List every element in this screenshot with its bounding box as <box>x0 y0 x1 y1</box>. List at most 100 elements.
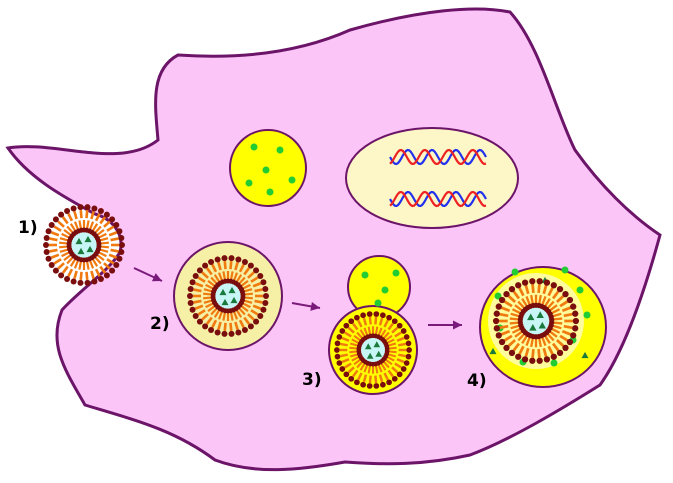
lipid-tail <box>376 366 377 373</box>
lipid-head <box>557 286 563 292</box>
lipid-tail <box>533 284 534 293</box>
lipid-tail <box>340 344 347 345</box>
lipid-head <box>58 212 64 218</box>
lipid-tail <box>74 211 76 219</box>
lipid-head <box>253 319 259 325</box>
lipid-head <box>85 280 91 286</box>
green-dot <box>277 147 284 154</box>
lipid-head <box>339 328 345 334</box>
lipid-head <box>386 315 392 321</box>
lipid-head <box>397 323 403 329</box>
lipid-tail <box>223 271 224 279</box>
lipid-head <box>572 311 578 317</box>
lipid-head <box>257 313 263 319</box>
lipid-head <box>208 327 214 333</box>
lipid-head <box>49 262 55 268</box>
green-dot <box>512 269 519 276</box>
lipid-tail <box>74 271 76 279</box>
lipid-tail <box>539 295 541 303</box>
lipid-tail <box>531 295 533 303</box>
lipid-head <box>113 262 119 268</box>
lipid-head <box>406 354 412 360</box>
lipid-tail <box>554 323 563 324</box>
lipid-head <box>360 312 366 318</box>
lipid-tail <box>81 210 82 218</box>
nucleus <box>346 128 518 228</box>
lipid-tail <box>349 348 356 349</box>
green-dot <box>375 300 382 307</box>
lipid-head <box>529 358 535 364</box>
lipid-tail <box>376 327 377 334</box>
lipid-tail <box>370 317 371 324</box>
lipid-tail <box>50 239 58 240</box>
lipid-head <box>187 293 193 299</box>
lipid-tail <box>533 349 534 358</box>
lipid-head <box>190 279 196 285</box>
lipid-tail <box>554 319 563 320</box>
lipid-head <box>188 300 194 306</box>
lipid-tail <box>375 317 376 324</box>
lipid-head <box>64 276 70 282</box>
lipid-tail <box>99 253 106 257</box>
lipid-head <box>208 259 214 265</box>
lipid-tail <box>51 232 58 235</box>
lipid-head <box>109 268 115 274</box>
lipid-tail <box>539 338 541 346</box>
lipid-head <box>570 332 576 338</box>
lipid-head <box>386 379 392 385</box>
lipid-tail <box>500 314 508 316</box>
lipid-tail <box>87 220 88 228</box>
lipid-head <box>335 354 341 360</box>
lipid-head <box>221 331 227 337</box>
lipid-head <box>46 228 52 234</box>
lipid-head <box>104 212 110 218</box>
lipid-head <box>557 350 563 356</box>
lipid-head <box>562 291 568 297</box>
lipid-tail <box>71 224 75 231</box>
lipid-head <box>385 346 390 351</box>
lipid-head <box>397 371 403 377</box>
lipid-head <box>253 267 259 273</box>
lipid-tail <box>54 227 61 231</box>
lipid-tail <box>109 232 116 235</box>
lipid-head <box>242 327 248 333</box>
lipid-head <box>494 325 500 331</box>
lipid-head <box>343 371 349 377</box>
lipid-head <box>58 272 64 278</box>
lipid-head <box>242 259 248 265</box>
lipid-head <box>339 366 345 372</box>
lipid-tail <box>75 261 78 268</box>
lipid-head <box>85 204 91 210</box>
lipid-tail <box>340 355 347 356</box>
green-dot <box>577 287 584 294</box>
lipid-head <box>43 242 49 248</box>
lipid-tail <box>79 220 80 228</box>
step-2-label: 2) <box>150 314 170 334</box>
lipid-head <box>367 311 373 317</box>
lipid-head <box>401 366 407 372</box>
lipid-tail <box>50 250 58 251</box>
green-dot <box>362 272 369 279</box>
lipid-head <box>494 311 500 317</box>
lipid-tail <box>68 214 72 221</box>
lipid-tail <box>109 255 116 258</box>
lipid-tail <box>223 313 224 321</box>
lipid-head <box>401 328 407 334</box>
lipid-head <box>109 216 115 222</box>
lipid-head <box>197 319 203 325</box>
green-dot <box>263 167 270 174</box>
lipid-tail <box>564 326 572 328</box>
lipid-tail <box>539 284 540 293</box>
lipid-head <box>406 341 412 347</box>
lipid-head <box>53 216 59 222</box>
lipid-head <box>404 360 410 366</box>
lipid-head <box>119 242 125 248</box>
lipid-tail <box>231 313 232 321</box>
lipid-head <box>336 360 342 366</box>
lipid-head <box>544 279 550 285</box>
lipid-head <box>515 282 521 288</box>
lipid-tail <box>245 298 253 299</box>
lipid-head <box>343 323 349 329</box>
